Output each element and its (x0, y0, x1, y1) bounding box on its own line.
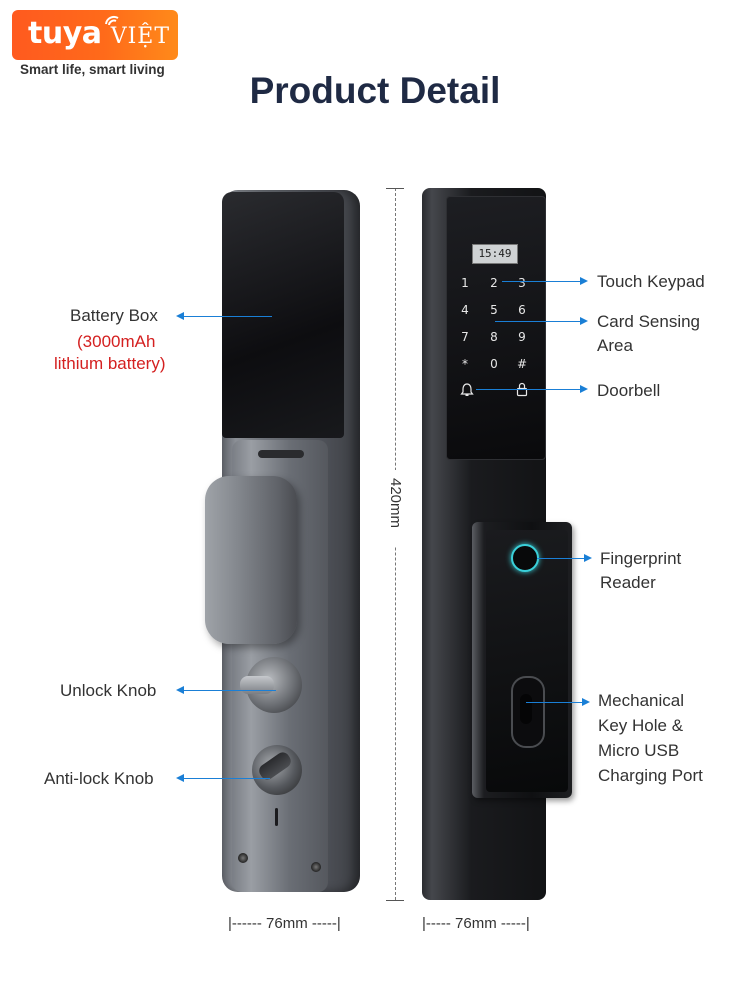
dimension-tick (386, 900, 404, 901)
keypad-key: 1 (461, 276, 469, 290)
keypad-key: * (462, 357, 468, 371)
anti-lock-knob-leader (184, 778, 270, 779)
fingerprint-sensor-icon (511, 544, 539, 572)
mechanical-leader (526, 702, 582, 703)
keypad-key: 8 (490, 330, 498, 344)
anti-lock-knob-label: Anti-lock Knob (44, 769, 154, 788)
screw-icon (238, 853, 248, 863)
arrow-icon (176, 774, 184, 782)
keypad-key: 6 (518, 303, 526, 317)
battery-box-label: Battery Box (70, 306, 158, 325)
mechanical-label-4: Charging Port (598, 766, 703, 785)
bell-icon (460, 383, 474, 396)
doorbell-label: Doorbell (597, 381, 661, 400)
clock-display: 15:49 (472, 244, 518, 264)
wifi-icon (105, 15, 119, 26)
right-width-label: |----- 76mm -----| (422, 915, 530, 932)
keypad-key: 4 (461, 303, 469, 317)
mechanical-label-3: Micro USB (598, 741, 680, 760)
height-dimension-label: 420mm (387, 478, 404, 529)
arrow-icon (580, 317, 588, 325)
arrow-icon (580, 277, 588, 285)
battery-detail-line1: (3000mAh (77, 332, 156, 351)
keypad-key: 5 (490, 303, 498, 317)
battery-detail-line2: lithium battery) (54, 354, 166, 373)
touch-panel (446, 196, 546, 460)
brand-logo: tuya VIỆT (12, 10, 178, 60)
card-sensing-label-1: Card Sensing (597, 312, 701, 331)
vent-slot (258, 450, 304, 458)
keypad-key: 7 (461, 330, 469, 344)
lock-icon (516, 382, 528, 397)
keypad-key: # (516, 357, 528, 371)
keypad-key: 0 (490, 357, 498, 371)
touch-keypad-label: Touch Keypad (597, 272, 705, 291)
arrow-icon (176, 686, 184, 694)
logo-text: tuya (28, 16, 102, 51)
battery-box-leader (184, 316, 272, 317)
battery-box-cover (222, 192, 344, 438)
keyhole-icon (520, 694, 532, 724)
door-handle (205, 476, 297, 644)
doorbell-leader (476, 389, 580, 390)
fingerprint-label-1: Fingerprint (600, 549, 682, 568)
brand-tagline: Smart life, smart living (20, 62, 165, 77)
arrow-icon (176, 312, 184, 320)
keypad-key: 2 (490, 276, 498, 290)
arrow-icon (584, 554, 592, 562)
fingerprint-leader (537, 558, 584, 559)
fingerprint-module-face (486, 530, 568, 792)
indicator-line (275, 808, 278, 826)
mechanical-label-2: Key Hole & (598, 716, 684, 735)
dimension-tick (386, 188, 404, 189)
card-sensing-leader (495, 321, 580, 322)
fingerprint-label-2: Reader (600, 573, 656, 592)
unlock-knob-leader (184, 690, 276, 691)
card-sensing-label-2: Area (597, 336, 633, 355)
keypad-key: 3 (518, 276, 526, 290)
dimension-label-bg (382, 470, 408, 546)
logo-suffix: VIỆT (110, 24, 170, 49)
arrow-icon (580, 385, 588, 393)
left-width-label: |------ 76mm -----| (228, 915, 341, 932)
page-title: Product Detail (249, 70, 501, 111)
unlock-knob-label: Unlock Knob (60, 681, 157, 700)
screw-icon (311, 862, 321, 872)
touch-keypad-leader (502, 281, 580, 282)
unlock-knob-lever (240, 676, 274, 694)
mechanical-label-1: Mechanical (598, 691, 684, 710)
keypad-key: 9 (518, 330, 526, 344)
arrow-icon (582, 698, 590, 706)
